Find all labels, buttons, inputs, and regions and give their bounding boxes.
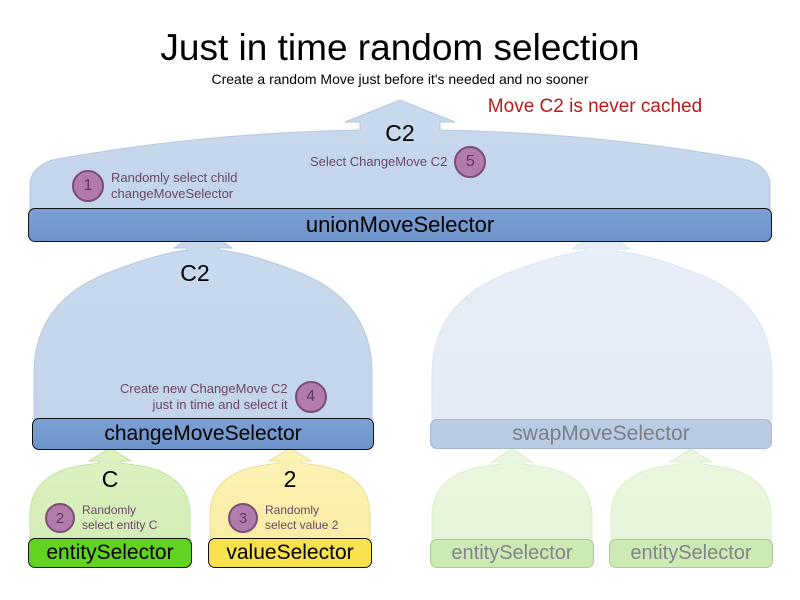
page-subtitle: Create a random Move just before it's ne… <box>211 71 589 87</box>
data-label-value-value: 2 <box>283 466 297 492</box>
node-entity-selector[interactable]: entitySelector <box>28 538 192 568</box>
node-union-move-selector[interactable]: unionMoveSelector <box>28 208 772 242</box>
annotation-badge-1: 1 <box>72 170 104 202</box>
annotation-4: Create new ChangeMove C2 just in time an… <box>120 381 327 413</box>
annotation-text-5: Select ChangeMove C2 <box>310 154 448 169</box>
annotation-text-2: Randomly select entity C <box>82 503 158 532</box>
page-title: Just in time random selection <box>160 27 640 68</box>
annotation-text-4: Create new ChangeMove C2 just in time an… <box>120 381 288 412</box>
warning-text: Move C2 is never cached <box>487 96 703 117</box>
annotation-badge-5: 5 <box>454 146 487 178</box>
data-label-entity-value: C <box>101 466 119 492</box>
data-label-top-move: C2 <box>385 120 415 146</box>
annotation-2: 2 Randomly select entity C <box>45 503 157 533</box>
node-swap-entity-selector-1[interactable]: entitySelector <box>430 539 594 568</box>
annotation-badge-4: 4 <box>294 381 327 413</box>
annotation-5: Select ChangeMove C2 5 <box>310 146 487 178</box>
annotation-3: 3 Randomly select value 2 <box>228 503 338 533</box>
annotation-text-1: Randomly select child changeMoveSelector <box>111 170 238 201</box>
annotation-badge-3: 3 <box>228 503 258 533</box>
node-swap-move-selector[interactable]: swapMoveSelector <box>430 419 772 449</box>
annotation-1: 1 Randomly select child changeMoveSelect… <box>72 170 237 202</box>
data-label-change-move: C2 <box>180 260 210 286</box>
swap-entity-flare-arrow-1 <box>431 448 593 542</box>
swap-flare-arrow <box>431 228 773 422</box>
annotation-text-3: Randomly select value 2 <box>265 503 339 532</box>
union-flare-arrow <box>29 99 771 211</box>
node-swap-entity-selector-2[interactable]: entitySelector <box>609 539 773 568</box>
node-change-move-selector[interactable]: changeMoveSelector <box>32 418 374 450</box>
swap-entity-flare-arrow-2 <box>610 448 772 542</box>
annotation-badge-2: 2 <box>45 503 75 533</box>
node-value-selector[interactable]: valueSelector <box>208 538 372 568</box>
change-flare-arrow <box>33 227 373 421</box>
